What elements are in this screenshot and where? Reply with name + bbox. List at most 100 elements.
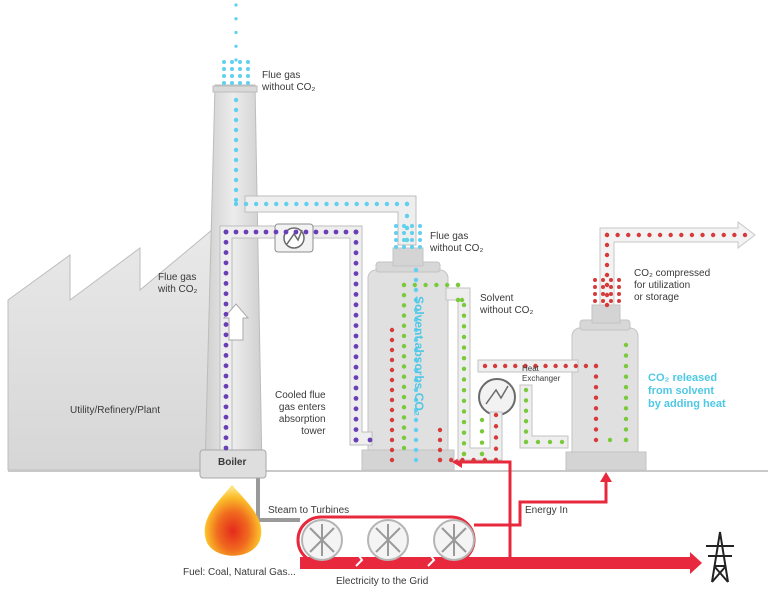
flow-dot — [246, 67, 250, 71]
flow-dot — [593, 406, 599, 411]
flow-dot — [601, 292, 605, 296]
flow-dot — [223, 394, 229, 399]
flow-dot — [412, 282, 417, 288]
flow-dot — [609, 299, 613, 303]
flow-dot — [223, 414, 229, 420]
flow-dot — [418, 245, 422, 249]
label-flue-gas-top: Flue gas without CO₂ — [262, 70, 316, 93]
flow-dot — [246, 81, 250, 85]
flow-dot — [410, 245, 414, 249]
label-solvent-absorbs: Solvent absorbs CO₂ — [412, 296, 426, 417]
flow-dot — [238, 74, 242, 78]
flow-dot — [402, 224, 406, 228]
flow-dot — [233, 167, 239, 173]
flow-dot — [246, 60, 250, 64]
flow-dot — [593, 292, 597, 296]
flow-dot — [401, 282, 407, 288]
smoke-stack — [204, 84, 263, 471]
flow-dot — [223, 322, 229, 327]
flow-dot — [609, 292, 613, 296]
flow-dot — [223, 270, 229, 276]
flow-dot — [601, 278, 605, 282]
flow-dot — [418, 231, 422, 235]
flow-dot — [401, 384, 407, 390]
power-tower-icon — [706, 531, 734, 583]
flow-dot — [233, 147, 239, 153]
flow-dot — [401, 394, 407, 400]
flow-dot — [437, 447, 443, 453]
flow-dot — [423, 282, 428, 288]
flow-dot — [401, 343, 407, 349]
flow-dot — [647, 232, 652, 238]
stripper-tower — [571, 327, 639, 467]
flow-dot — [615, 232, 620, 238]
flow-dot — [233, 177, 239, 183]
flow-dot — [437, 437, 443, 443]
flow-dot — [657, 232, 663, 238]
flow-dot — [461, 409, 467, 414]
flow-dot — [389, 427, 395, 433]
flow-dot — [353, 281, 359, 287]
flow-dot — [389, 407, 395, 413]
flow-dot — [402, 231, 406, 235]
label-electricity: Electricity to the Grid — [336, 576, 429, 587]
flow-dot — [238, 81, 242, 85]
label-solvent-without: Solvent without CO₂ — [480, 293, 534, 316]
flow-dot — [609, 285, 613, 289]
flow-dot — [573, 363, 579, 369]
flow-dot — [413, 287, 419, 293]
flow-dot — [223, 373, 229, 379]
flow-dot — [623, 385, 629, 390]
flow-dot — [223, 301, 229, 307]
flow-dot — [353, 333, 359, 339]
flow-dot — [410, 231, 414, 235]
flow-dot — [223, 383, 229, 389]
flow-dot — [601, 299, 605, 303]
flow-dot — [401, 435, 407, 441]
flow-dot — [604, 292, 610, 298]
flow-dot — [238, 60, 242, 64]
flow-dot — [413, 267, 419, 273]
flow-dot — [413, 387, 419, 393]
flow-dot — [230, 81, 234, 85]
flow-dot — [455, 297, 461, 303]
flow-dot — [413, 357, 419, 363]
flow-dot — [389, 417, 395, 423]
flow-dot — [364, 201, 369, 207]
flow-dot — [493, 424, 499, 429]
flow-dot — [623, 416, 629, 422]
flow-dot — [482, 363, 488, 369]
flow-dot — [460, 457, 465, 463]
label-energy-in: Energy In — [525, 505, 568, 516]
flow-dot — [410, 238, 414, 242]
flow-dot — [479, 451, 485, 457]
flow-dot — [710, 232, 716, 238]
flow-dot — [234, 3, 238, 7]
flow-dot — [389, 387, 395, 393]
flow-dot — [418, 224, 422, 228]
flow-dot — [313, 229, 319, 235]
label-cooled-flue: Cooled flue gas enters absorption tower — [275, 390, 326, 437]
flow-dot — [461, 387, 467, 393]
flow-dot — [523, 398, 529, 403]
flow-dot — [253, 229, 259, 235]
flow-dot — [343, 229, 349, 235]
flow-dot — [223, 332, 229, 338]
flow-dot — [233, 107, 239, 113]
flow-dot — [626, 232, 631, 238]
flow-dot — [461, 441, 467, 446]
flow-dot — [344, 201, 349, 207]
flow-dot — [353, 375, 359, 380]
flow-dot — [304, 201, 309, 207]
label-flue-gas-mid: Flue gas without CO₂ — [430, 231, 484, 254]
flow-dot — [523, 363, 528, 369]
flow-dot — [523, 419, 529, 424]
flow-dot — [353, 260, 359, 266]
flow-dot — [493, 412, 499, 418]
flow-dot — [246, 74, 250, 78]
flow-dot — [401, 374, 407, 379]
flow-dot — [434, 282, 439, 288]
flow-dot — [607, 437, 613, 443]
flow-dot — [479, 417, 485, 423]
